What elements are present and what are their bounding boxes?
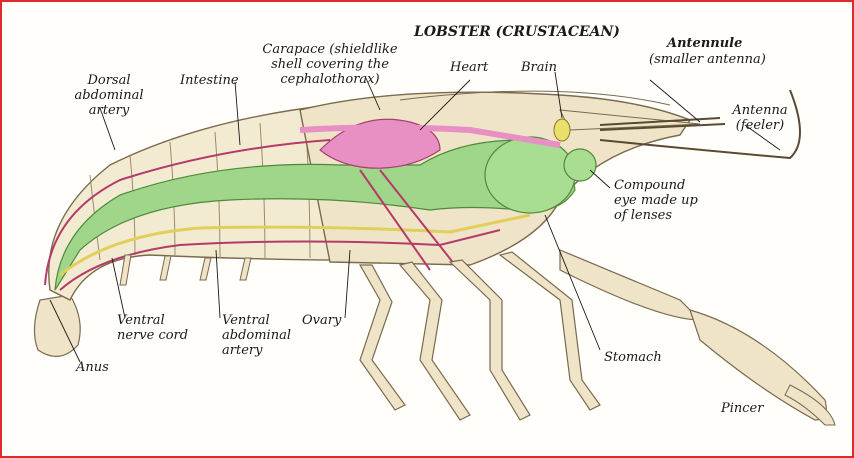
label-ventral-artery: Ventral abdominal artery [222,313,291,358]
label-heart: Heart [450,60,488,75]
label-antenna: Antenna (feeler) [725,103,795,133]
tail-fan [34,295,80,356]
compound-eye [564,149,596,181]
label-brain: Brain [521,60,557,75]
label-pincer: Pincer [721,401,763,416]
label-ovary: Ovary [302,313,341,328]
label-intestine: Intestine [180,73,239,88]
label-antennule-note: (smaller antenna) [649,52,766,67]
diagram-title: LOBSTER (CRUSTACEAN) [414,25,620,40]
swimmerets [120,255,251,285]
label-anus: Anus [76,360,109,375]
label-dorsal-artery: Dorsal abdominal artery [64,73,154,118]
label-ventral-nerve: Ventral nerve cord [117,313,188,343]
walking-legs [360,252,600,420]
label-carapace: Carapace (shieldlike shell covering the … [245,42,415,87]
claw-arm [560,250,700,320]
stomach [485,137,575,213]
brain [554,119,570,141]
label-antennule: Antennule [667,36,742,51]
label-compound-eye: Compound eye made up of lenses [614,178,698,223]
label-stomach: Stomach [604,350,662,365]
